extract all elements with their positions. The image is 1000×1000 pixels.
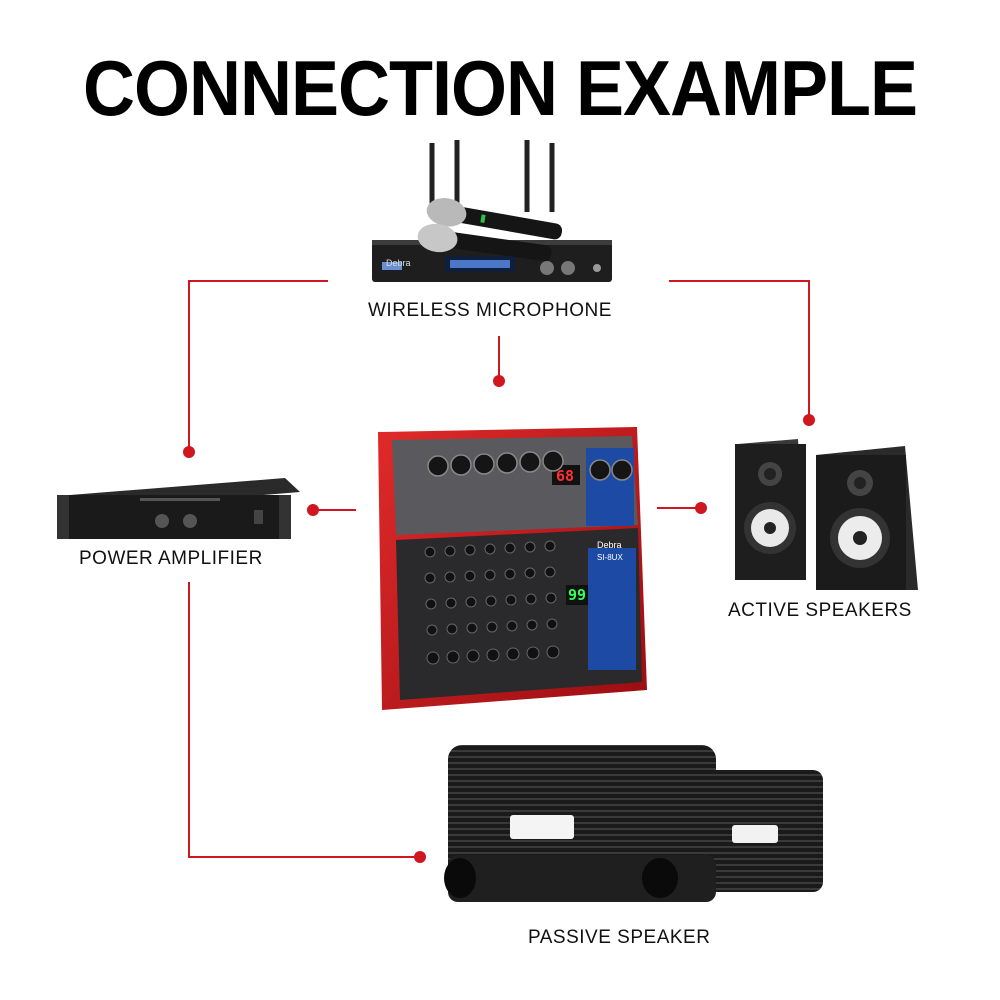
connection-dots <box>183 375 815 863</box>
dot-mixer-top <box>493 375 505 387</box>
mixer-xlr-inputs <box>427 450 633 481</box>
diagram-title: CONNECTION EXAMPLE <box>82 45 918 133</box>
mixer-knobs <box>424 540 560 665</box>
dot-active-speakers-top <box>803 414 815 426</box>
dot-amplifier-top <box>183 446 195 458</box>
mixer-model: SI-8UX <box>597 553 623 562</box>
dot-passive-speaker-left <box>414 851 426 863</box>
line-mic-to-amplifier <box>188 280 328 452</box>
wireless-microphone-image <box>372 140 612 282</box>
power-amplifier-image <box>57 478 300 539</box>
microphone-brand: Debra <box>386 258 411 268</box>
label-power-amplifier: POWER AMPLIFIER <box>79 548 263 569</box>
active-speakers-image <box>735 439 918 590</box>
mixer-display-a: 68 <box>556 467 574 485</box>
label-active-speakers: ACTIVE SPEAKERS <box>728 600 912 621</box>
mixer-brand: Debra <box>597 540 622 550</box>
passive-speaker-image <box>444 745 823 902</box>
label-wireless-microphone: WIRELESS MICROPHONE <box>368 300 612 321</box>
line-amplifier-to-passive-speaker <box>188 582 420 858</box>
dot-amplifier-right <box>307 504 319 516</box>
dot-active-speakers-left <box>695 502 707 514</box>
label-passive-speaker: PASSIVE SPEAKER <box>528 927 711 948</box>
mixer-display-b: 99 <box>568 586 586 604</box>
connection-lines <box>188 280 810 858</box>
line-mic-to-active-speakers <box>669 280 810 420</box>
